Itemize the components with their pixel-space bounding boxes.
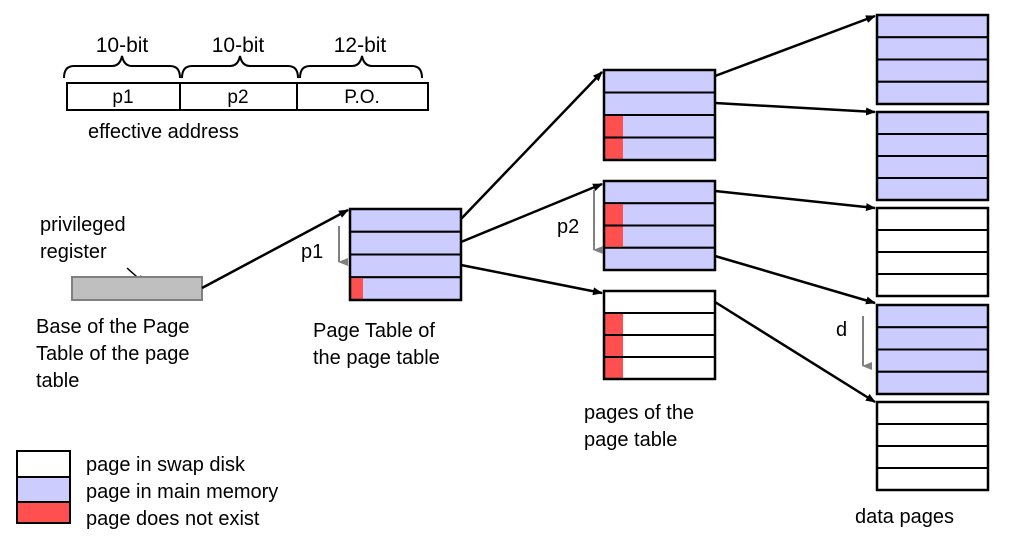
page-table-level1: p1 Page Table of the page table bbox=[301, 207, 463, 369]
field-p1: p1 bbox=[112, 87, 133, 108]
legend-swatch-memory bbox=[16, 476, 71, 503]
bit-label-p2: 10-bit bbox=[212, 34, 265, 57]
legend-label-missing: page does not exist bbox=[86, 508, 260, 530]
arrow-pt-to-l2c bbox=[460, 263, 603, 296]
pt-l2c-missing-2 bbox=[605, 314, 623, 334]
pt-l2a-missing-3 bbox=[605, 116, 623, 137]
pt-l1-row-4-missing bbox=[351, 278, 363, 299]
arrow-l2b-to-data4 bbox=[714, 254, 876, 305]
brace-p2 bbox=[181, 55, 299, 79]
legend-label-memory: page in main memory bbox=[86, 481, 278, 503]
pt-l1-row-2 bbox=[349, 230, 462, 256]
index-label-d: d bbox=[836, 319, 847, 341]
pt-l1-row-3 bbox=[349, 253, 462, 279]
data-page-5 bbox=[875, 400, 990, 492]
legend-swatch-swap bbox=[16, 450, 71, 478]
register-box bbox=[71, 276, 203, 301]
arrow-l2a-to-data1 bbox=[714, 14, 876, 78]
pt-l2c-missing-4 bbox=[605, 358, 623, 378]
data-page-3 bbox=[875, 206, 990, 298]
pt-l1-row-4 bbox=[349, 276, 462, 301]
pt-l2b-missing-2 bbox=[605, 204, 623, 225]
arrow-pt-to-l2b bbox=[460, 182, 603, 244]
register-caption-line1: Base of the Page bbox=[36, 316, 189, 338]
field-offset: P.O. bbox=[344, 87, 380, 108]
legend-label-swap: page in swap disk bbox=[86, 454, 246, 476]
arrow-l2a-to-data2 bbox=[714, 101, 876, 116]
pt-l1-row-1 bbox=[349, 208, 462, 233]
effective-address: 10-bit 10-bit 12-bit p1 p2 P.O. effectiv… bbox=[63, 34, 429, 143]
data-page-4: d bbox=[836, 303, 990, 396]
pt-l1-caption-line1: Page Table of bbox=[313, 320, 435, 342]
arrow-l2b-to-data3 bbox=[714, 189, 876, 212]
field-p2: p2 bbox=[227, 87, 248, 108]
data-page-1 bbox=[875, 13, 990, 106]
privileged-register: privileged register Base of the Page Tab… bbox=[36, 214, 203, 392]
arrow-pt-to-l2a bbox=[460, 71, 603, 220]
index-label-p2: p2 bbox=[557, 216, 579, 238]
bit-label-offset: 12-bit bbox=[334, 34, 387, 57]
register-label-line1: privileged bbox=[40, 214, 126, 236]
pt-l2-caption-line2: page table bbox=[584, 429, 677, 451]
brace-p1 bbox=[63, 55, 181, 79]
index-label-p1: p1 bbox=[301, 241, 323, 263]
legend: page in swap disk page in main memory pa… bbox=[16, 450, 278, 530]
pointer-arrows bbox=[201, 14, 876, 404]
register-label-line2: register bbox=[40, 241, 107, 263]
legend-swatch-missing bbox=[16, 501, 71, 524]
address-box bbox=[66, 82, 429, 111]
arrow-l2c-to-data5 bbox=[714, 300, 876, 404]
pt-l2a-missing-4 bbox=[605, 138, 623, 159]
pt-l1-caption-line2: the page table bbox=[313, 347, 440, 369]
pt-l2c-missing-3 bbox=[605, 336, 623, 356]
brace-offset bbox=[299, 55, 423, 79]
page-table-level2-b: p2 bbox=[557, 179, 717, 272]
effective-address-caption: effective address bbox=[88, 121, 239, 143]
page-table-level2-c: pages of the page table bbox=[584, 289, 717, 451]
bit-label-p1: 10-bit bbox=[96, 34, 149, 57]
page-table-level2-a bbox=[602, 68, 717, 162]
register-caption-line2: Table of the page bbox=[36, 343, 189, 365]
pt-l2-caption-line1: pages of the bbox=[584, 402, 694, 424]
register-caption-line3: table bbox=[36, 370, 79, 392]
pt-l2b-missing-3 bbox=[605, 226, 623, 247]
data-pages-caption: data pages bbox=[855, 506, 954, 528]
arrow-register-to-pt bbox=[201, 208, 349, 290]
data-page-2 bbox=[875, 110, 990, 202]
